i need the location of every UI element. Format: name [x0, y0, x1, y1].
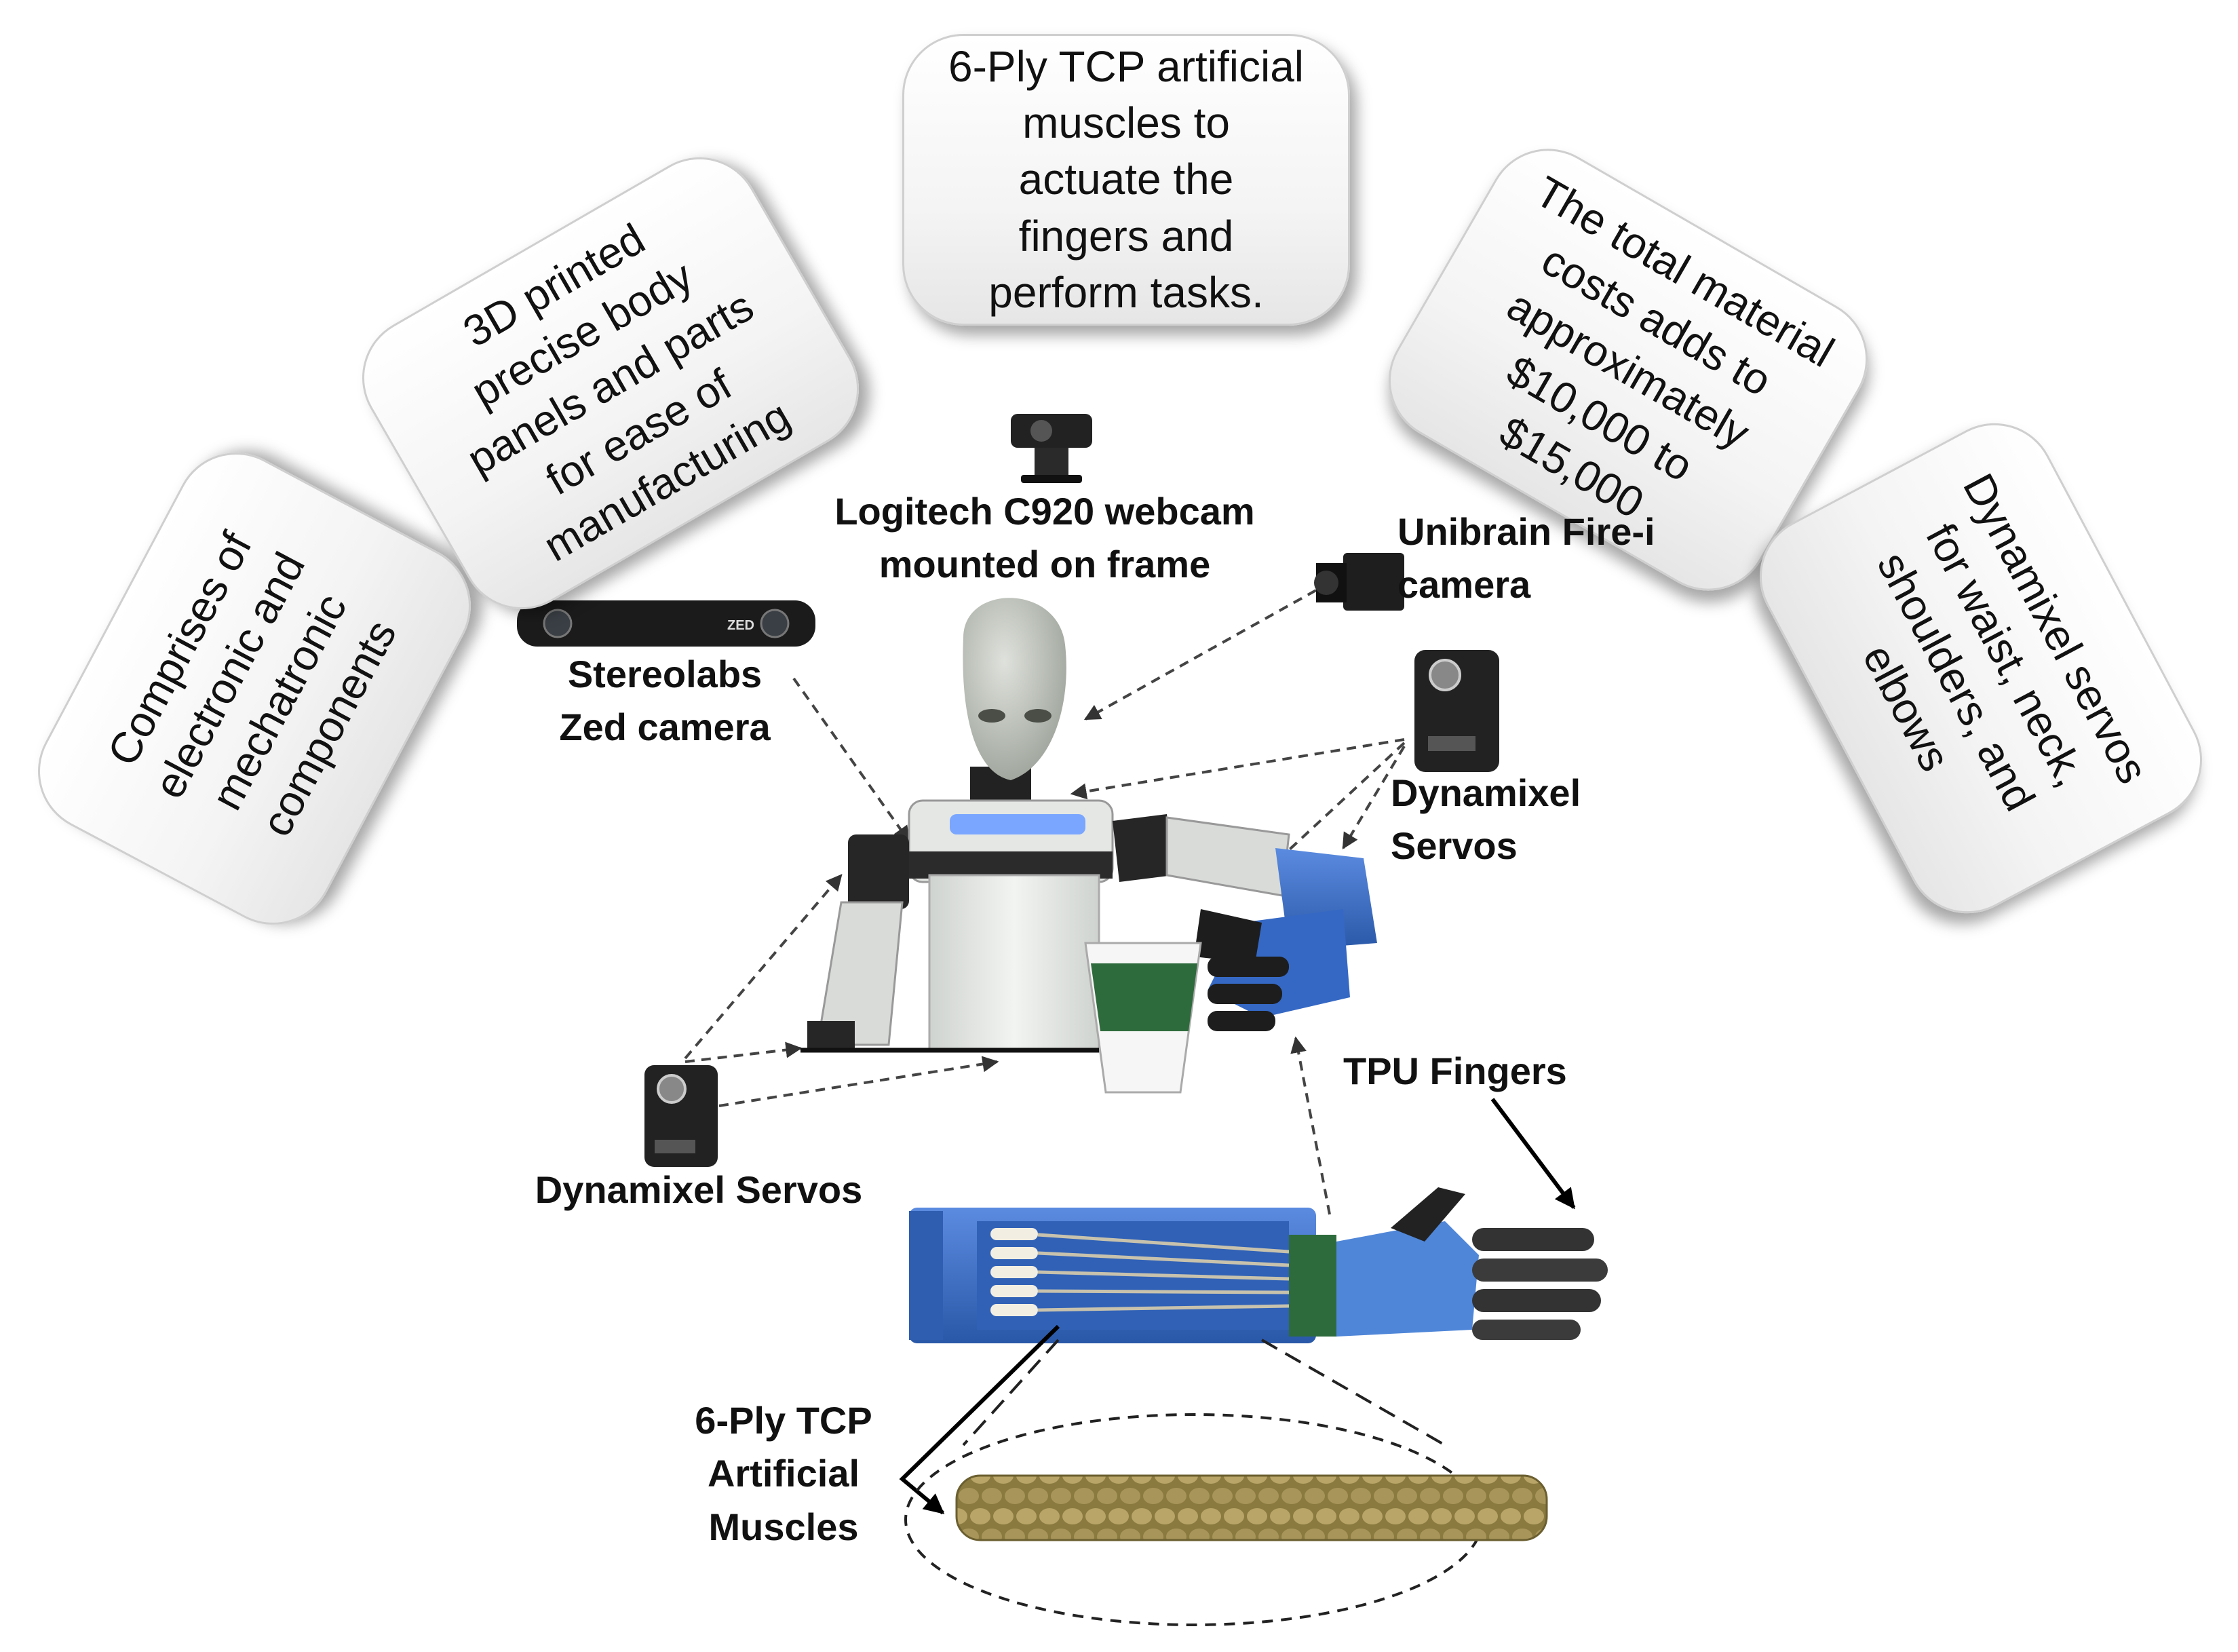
label-zed-camera: Stereolabs Zed camera [559, 653, 771, 749]
label-tpu-fingers: TPU Fingers [1343, 1050, 1567, 1092]
callout-tcp-muscles: 6-Ply TCP artificial muscles to actuate … [902, 34, 1350, 326]
label-logitech-webcam: Logitech C920 webcam mounted on frame [834, 490, 1255, 586]
muscle-magnification [904, 1413, 1548, 1626]
dynamixel-servo-right-icon [1414, 650, 1499, 772]
unibrain-camera-icon [1314, 553, 1404, 611]
label-unibrain-camera: Unibrain Fire-i camera [1397, 510, 1655, 607]
label-tcp-muscles: 6-Ply TCP Artificial Muscles [695, 1399, 872, 1548]
tcp-muscle-strands [990, 1228, 1290, 1316]
label-dynamixel-servos-left: Dynamixel Servos [535, 1168, 863, 1211]
logitech-webcam-icon [1011, 414, 1092, 483]
dynamixel-servo-left-icon [644, 1065, 718, 1167]
pointer-arrows [899, 1098, 1576, 1515]
prosthetic-forearm [909, 1187, 1608, 1343]
humanoid-robot [800, 598, 1377, 1094]
label-dynamixel-servos-right: Dynamixel Servos [1391, 771, 1581, 868]
connector-lines [684, 589, 1406, 1215]
zed-camera-icon: ZED [517, 600, 815, 647]
zed-logo: ZED [727, 618, 754, 633]
zoom-lines [962, 1339, 1446, 1446]
